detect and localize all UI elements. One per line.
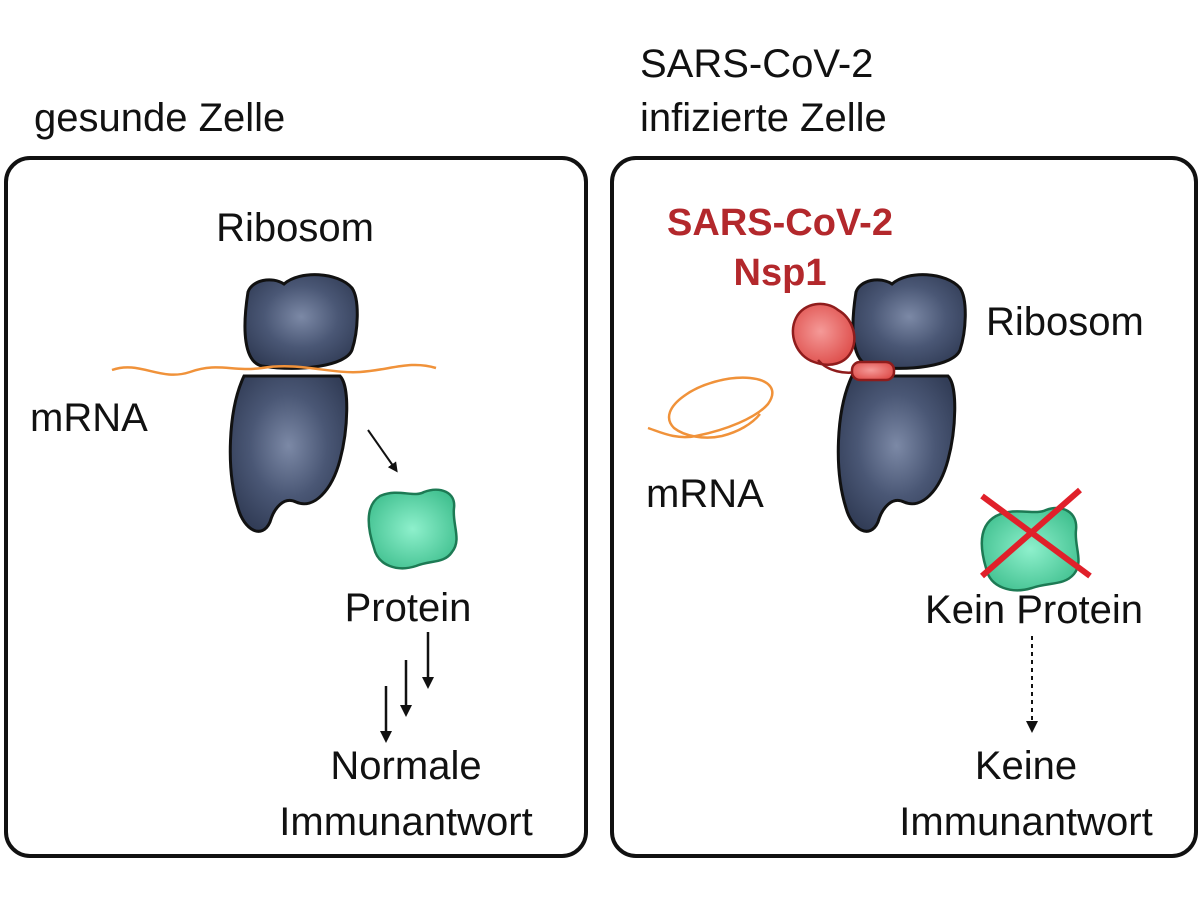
ribosome-large-subunit (228, 374, 349, 533)
healthy-protein (367, 488, 458, 570)
healthy-protein-label: Protein (344, 586, 472, 630)
healthy-cell-panel (4, 156, 588, 858)
nsp1-label-line2: Nsp1 (733, 252, 827, 294)
cross-icon (980, 487, 1092, 579)
nsp1-protein (791, 302, 896, 382)
nsp1-channel-plug (850, 360, 896, 382)
ribosome-small-subunit (851, 273, 967, 370)
healthy-outcome-line2: Immunantwort (279, 800, 533, 844)
nsp1-label-line1: SARS-CoV-2 (667, 202, 893, 244)
infected-cell-panel (610, 156, 1198, 858)
ribosome-small-subunit (243, 273, 359, 370)
infected-ribosome-label: Ribosom (986, 300, 1144, 344)
infected-mrna-loop (647, 376, 774, 439)
healthy-outcome-line1: Normale (330, 744, 482, 788)
healthy-ribosome-label: Ribosom (216, 206, 374, 250)
infected-outcome-line1: Keine (974, 744, 1078, 788)
no-protein-label: Kein Protein (925, 588, 1143, 632)
nsp1-domain (791, 302, 856, 366)
infected-cell-title-line2: infizierte Zelle (640, 96, 887, 140)
infected-outcome-line2: Immunantwort (899, 800, 1153, 844)
infected-ribosome (836, 273, 967, 533)
healthy-mrna-label: mRNA (30, 396, 148, 440)
ribosome-large-subunit (836, 374, 957, 533)
healthy-cell-title: gesunde Zelle (34, 96, 286, 140)
healthy-mrna-strand (111, 363, 437, 376)
infected-mrna-label: mRNA (646, 472, 764, 516)
healthy-ribosome (228, 273, 359, 533)
infected-cell-title-line1: SARS-CoV-2 (640, 42, 874, 86)
ribosome-to-protein-arrow (367, 429, 398, 473)
blocked-protein (980, 506, 1080, 592)
